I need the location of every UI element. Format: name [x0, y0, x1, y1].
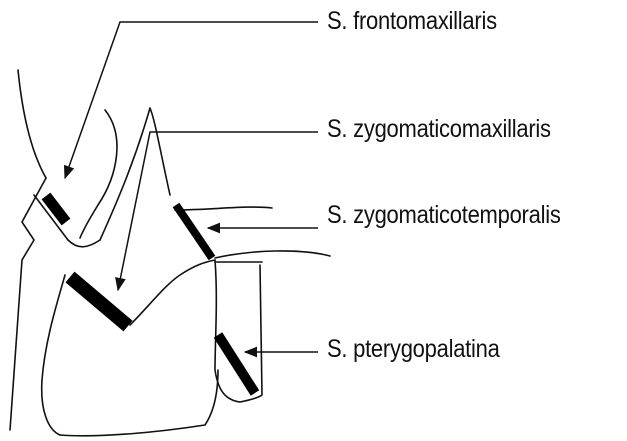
frontal-process-outline — [18, 70, 46, 178]
leader-frontomaxillaris — [65, 22, 318, 178]
maxilla-body-top — [68, 240, 100, 247]
suture-frontomaxillaris-bar — [46, 196, 66, 222]
temporal-upper — [175, 207, 272, 210]
maxilla-left-edge — [10, 178, 46, 430]
suture-zygomaticotemporalis-bar — [176, 205, 212, 258]
zygoma-lower — [130, 260, 215, 325]
label-pterygopalatina: S. pterygopalatina — [327, 337, 500, 362]
label-frontomaxillaris: S. frontomaxillaris — [327, 9, 497, 34]
zygoma-outline-left — [100, 108, 170, 240]
maxilla-front — [42, 275, 65, 435]
suture-pterygopalatina-bar — [218, 335, 255, 393]
pterygoid-plate — [215, 260, 262, 402]
frontal-bone-curve — [80, 110, 117, 238]
temporal-lower — [215, 251, 330, 258]
label-zygomaticomaxillaris: S. zygomaticomaxillaris — [327, 117, 551, 142]
label-zygomaticotemporalis: S. zygomaticotemporalis — [327, 203, 561, 228]
maxilla-bottom — [60, 370, 218, 436]
leader-zygomaticomaxillaris — [118, 132, 318, 290]
